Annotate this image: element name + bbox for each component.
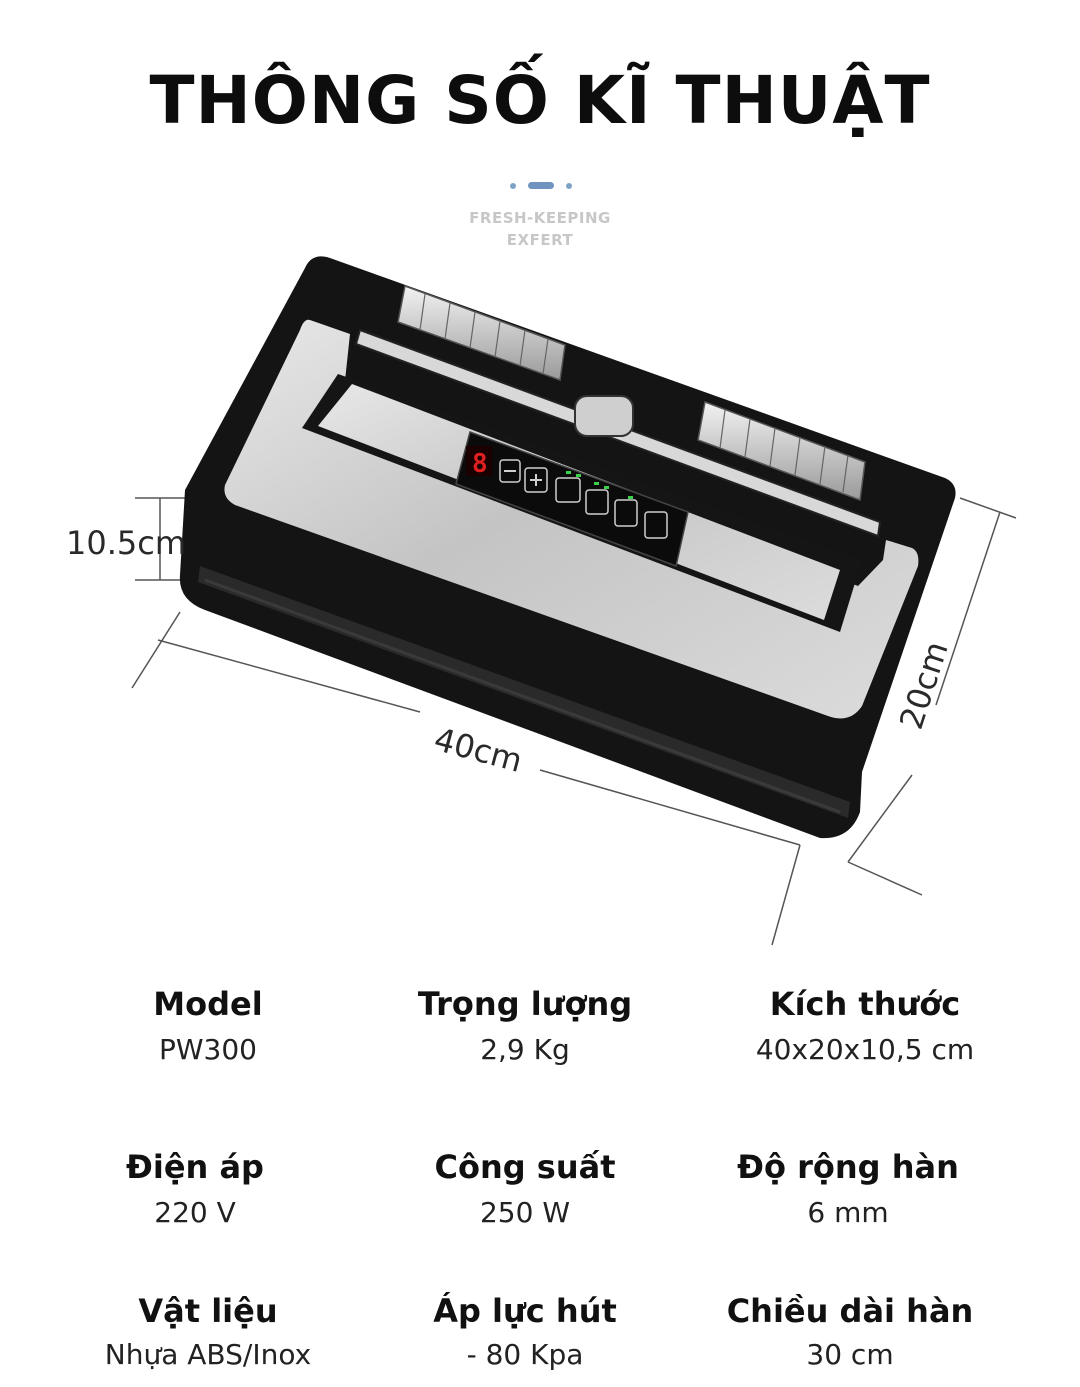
- display-digit: 8: [472, 449, 488, 479]
- spec-value: 2,9 Kg: [480, 1033, 570, 1066]
- spec-power: Công suất 250 W: [355, 1148, 695, 1229]
- spec-value: 6 mm: [807, 1196, 889, 1229]
- spec-suction: Áp lực hút - 80 Kpa: [355, 1292, 695, 1371]
- brand-line-1: FRESH-KEEPING: [469, 209, 611, 227]
- spec-value: 30 cm: [806, 1338, 894, 1371]
- spec-value: 220 V: [154, 1196, 236, 1229]
- page-title: THÔNG SỐ KĨ THUẬT: [149, 62, 931, 139]
- spec-voltage: Điện áp 220 V: [25, 1148, 365, 1229]
- brand-line-2: EXFERT: [506, 231, 574, 249]
- spec-material: Vật liệu Nhựa ABS/Inox: [38, 1292, 378, 1371]
- vacuum-sealer-image: 8: [131, 256, 1017, 946]
- spec-value: 250 W: [479, 1196, 571, 1229]
- spec-label: Kích thước: [769, 985, 961, 1023]
- right-clip: [697, 400, 866, 502]
- dimension-lines: [131, 497, 1017, 946]
- spec-label: Áp lực hút: [433, 1292, 617, 1330]
- spec-seal-width: Độ rộng hàn 6 mm: [678, 1148, 1018, 1229]
- spec-seal-length: Chiều dài hàn 30 cm: [680, 1292, 1020, 1371]
- control-panel: 8: [455, 431, 689, 568]
- spec-label: Công suất: [434, 1148, 616, 1186]
- dimension-height-label: 10.5cm: [66, 524, 187, 562]
- machine-body: [179, 256, 956, 839]
- spec-value: - 80 Kpa: [466, 1338, 584, 1371]
- spec-size: Kích thước 40x20x10,5 cm: [695, 985, 1035, 1066]
- spec-label: Model: [153, 985, 263, 1023]
- decorative-dots: [510, 182, 572, 190]
- spec-label: Trọng lượng: [417, 985, 633, 1023]
- spec-value: 40x20x10,5 cm: [755, 1033, 975, 1066]
- spec-label: Vật liệu: [138, 1292, 278, 1330]
- brand-mark: FRESH-KEEPING EXFERT: [440, 207, 640, 251]
- spec-label: Độ rộng hàn: [737, 1148, 959, 1186]
- left-clip: [397, 284, 566, 382]
- spec-value: PW300: [158, 1033, 257, 1066]
- spec-value: Nhựa ABS/Inox: [104, 1338, 312, 1371]
- spec-label: Điện áp: [126, 1148, 264, 1186]
- spec-model: Model PW300: [38, 985, 378, 1066]
- spec-weight: Trọng lượng 2,9 Kg: [355, 985, 695, 1066]
- spec-label: Chiều dài hàn: [726, 1292, 974, 1330]
